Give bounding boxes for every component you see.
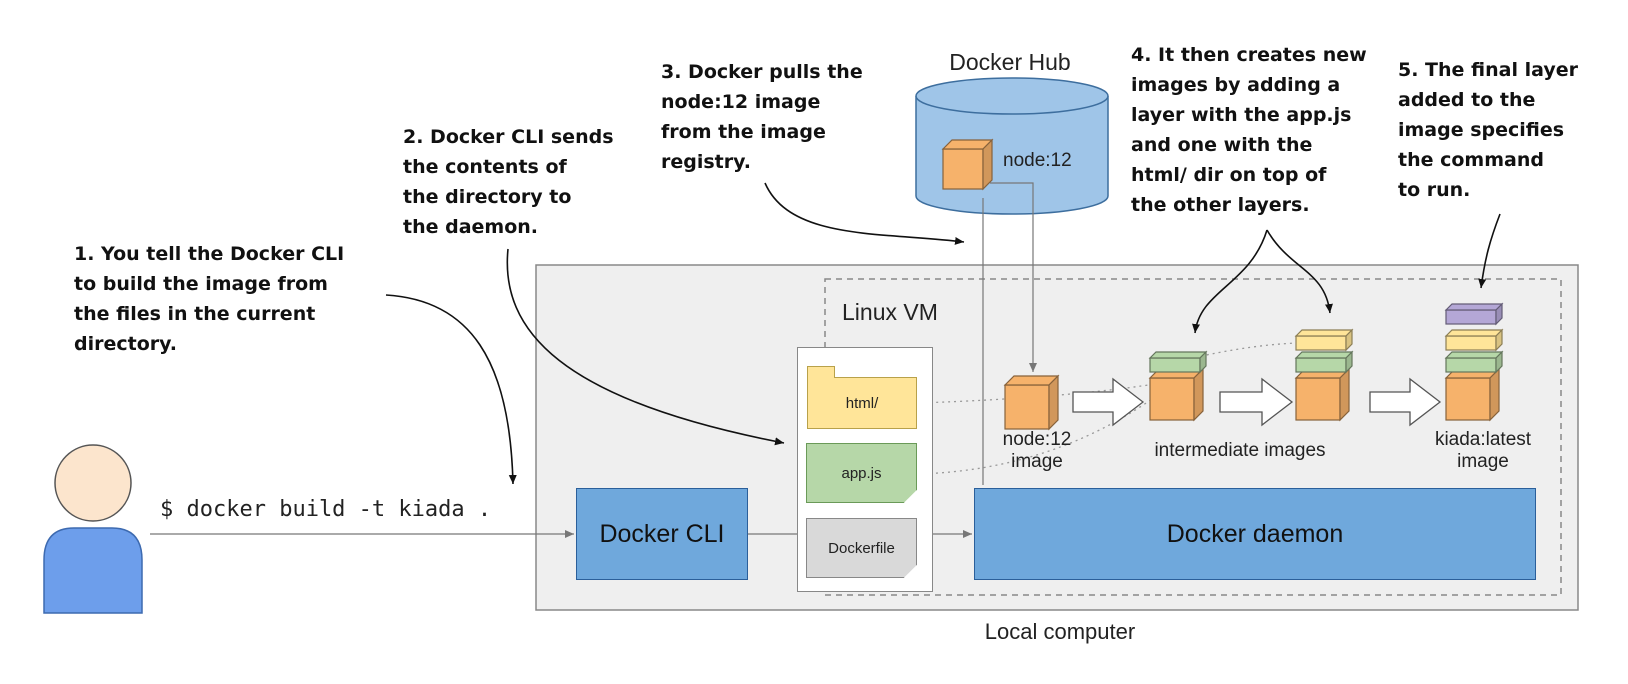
final-base-cube xyxy=(1444,367,1501,422)
dockerfile-label: Dockerfile xyxy=(828,539,895,557)
note-step-1: 1. You tell the Docker CLI to build the … xyxy=(74,243,345,355)
final-app-layer xyxy=(1444,350,1504,374)
docker-hub-cylinder xyxy=(915,77,1109,215)
docker-hub-title: Docker Hub xyxy=(949,49,1071,75)
hub-image-label: node:12 xyxy=(1003,150,1072,171)
note-step-3: 3. Docker pulls the node:12 image from t… xyxy=(661,61,863,173)
intermediate1-base-cube xyxy=(1148,367,1205,422)
final-html-layer xyxy=(1444,328,1504,352)
linux-vm-label: Linux VM xyxy=(842,299,938,325)
intermediate-images-label: intermediate images xyxy=(1154,440,1326,461)
final-image-label: kiada:latest image xyxy=(1434,429,1532,472)
html-folder-label: html/ xyxy=(845,394,879,412)
folder-tab xyxy=(807,366,835,378)
intermediate1-app-layer xyxy=(1148,350,1208,374)
dockerfile-file: Dockerfile xyxy=(806,518,917,578)
note-step-4: 4. It then creates new images by adding … xyxy=(1131,44,1367,216)
hub-node-cube xyxy=(941,138,994,191)
app-js-label: app.js xyxy=(841,464,882,482)
intermediate2-base-cube xyxy=(1294,367,1351,422)
app-js-file: app.js xyxy=(806,443,917,503)
block-arrow-1 xyxy=(1072,377,1145,427)
note-step-2: 2. Docker CLI sends the contents of the … xyxy=(403,126,614,238)
block-arrow-2 xyxy=(1219,377,1294,427)
html-folder: html/ xyxy=(807,377,917,429)
command-text: $ docker build -t kiada . xyxy=(160,497,492,522)
note-step-5: 5. The final layer added to the image sp… xyxy=(1398,59,1578,201)
final-cmd-layer xyxy=(1444,302,1504,326)
linux-vm-box xyxy=(824,278,1562,596)
docker-cli-box: Docker CLI xyxy=(576,488,748,580)
intermediate2-html-layer xyxy=(1294,328,1354,352)
node-image-cube xyxy=(1003,374,1060,431)
user-icon xyxy=(43,444,143,614)
node-image-label: node:12 image xyxy=(1002,429,1072,472)
docker-daemon-box: Docker daemon xyxy=(974,488,1536,580)
block-arrow-3 xyxy=(1369,377,1442,427)
intermediate2-app-layer xyxy=(1294,350,1354,374)
local-computer-label: Local computer xyxy=(984,619,1136,644)
